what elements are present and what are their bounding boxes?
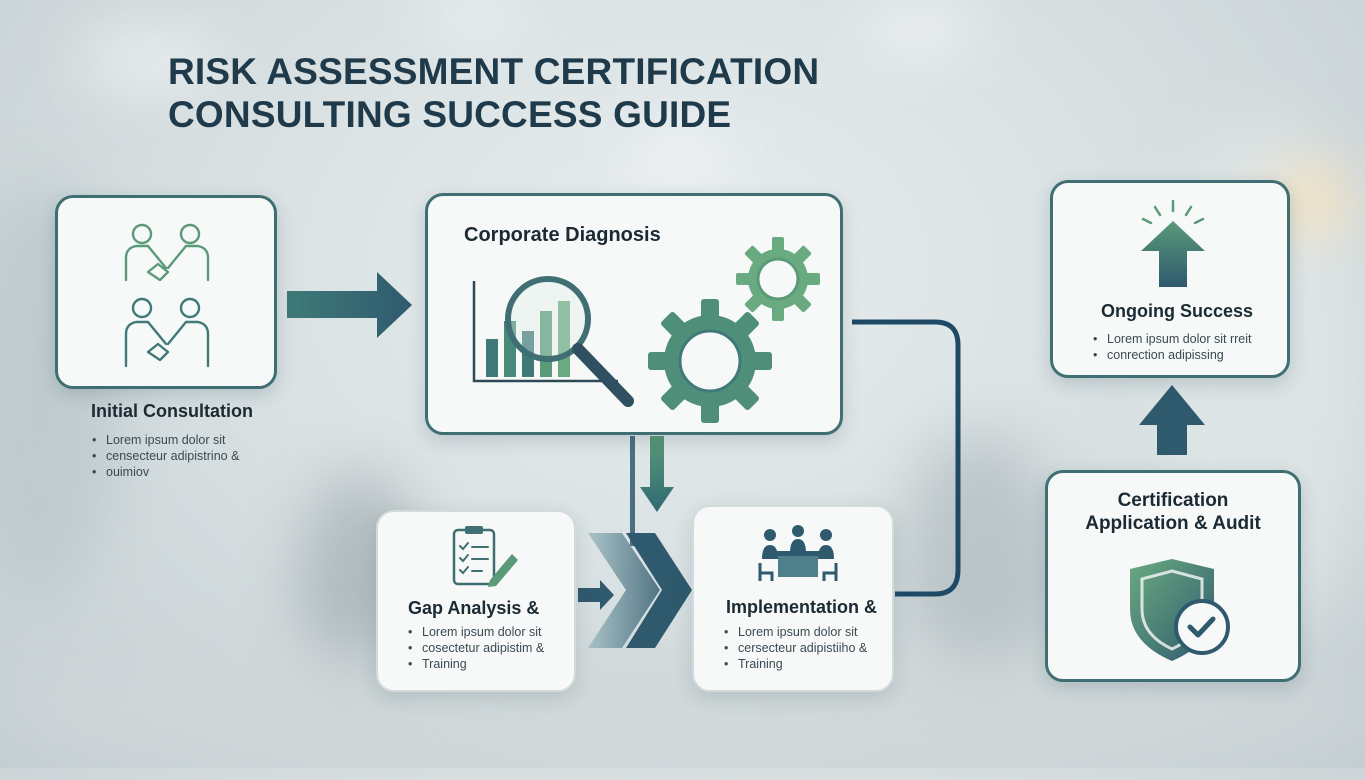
list-item: Lorem ipsum dolor sit rreit xyxy=(1091,331,1252,347)
list-item: Lorem ipsum dolor sit xyxy=(406,624,544,640)
shield-check-icon xyxy=(1130,559,1230,661)
connector-diagnosis-to-implementation xyxy=(852,319,961,597)
list-item: Training xyxy=(406,656,544,672)
certification-title: Certification Application & Audit xyxy=(1048,489,1298,535)
handshake-icon xyxy=(124,223,210,368)
clipboard-checklist-icon xyxy=(452,526,518,587)
implementation-title: Implementation & xyxy=(726,597,878,617)
corporate-diagnosis-title: Corporate Diagnosis xyxy=(464,224,661,246)
list-item: Lorem ipsum dolor sit xyxy=(722,624,867,640)
list-item: censecteur adipistrino & xyxy=(90,448,239,464)
initial-consultation-title: Initial Consultation xyxy=(91,401,253,421)
meeting-table-icon xyxy=(758,525,838,581)
card-gap-analysis[interactable]: Gap Analysis & Lorem ipsum dolor sit cos… xyxy=(376,510,576,692)
arrow-diagnosis-down xyxy=(640,436,674,512)
magnifier-chart-gears-icon xyxy=(472,237,820,423)
page-title: RISK ASSESSMENT CERTIFICATION CONSULTING… xyxy=(168,50,819,136)
initial-consultation-bullets: Lorem ipsum dolor sit censecteur adipist… xyxy=(90,432,239,480)
list-item: cosectetur adipistim & xyxy=(406,640,544,656)
arrow-certification-to-ongoing xyxy=(1139,385,1205,455)
gap-analysis-bullets: Lorem ipsum dolor sit cosectetur adipist… xyxy=(406,624,544,672)
list-item: conrection adipissing xyxy=(1091,347,1252,363)
chevron-2 xyxy=(626,533,692,648)
certification-title-line-2: Application & Audit xyxy=(1085,513,1261,534)
ongoing-success-bullets: Lorem ipsum dolor sit rreit conrection a… xyxy=(1091,331,1252,363)
certification-title-line-1: Certification xyxy=(1117,490,1229,511)
list-item: ouimiov xyxy=(90,464,239,480)
implementation-bullets: Lorem ipsum dolor sit cersecteur adipist… xyxy=(722,624,867,672)
title-line-2: CONSULTING SUCCESS GUIDE xyxy=(168,94,732,135)
card-certification-audit[interactable]: Certification Application & Audit xyxy=(1045,470,1301,682)
list-item: cersecteur adipistiiho & xyxy=(722,640,867,656)
gap-analysis-title: Gap Analysis & xyxy=(408,598,540,618)
card-implementation[interactable]: Implementation & Lorem ipsum dolor sit c… xyxy=(692,505,894,692)
card-corporate-diagnosis[interactable]: Corporate Diagnosis xyxy=(425,193,843,435)
list-item: Lorem ipsum dolor sit xyxy=(90,432,239,448)
title-line-1: RISK ASSESSMENT CERTIFICATION xyxy=(168,51,820,92)
up-arrow-burst-icon xyxy=(1141,199,1205,287)
card-ongoing-success[interactable]: Ongoing Success Lorem ipsum dolor sit rr… xyxy=(1050,180,1290,378)
ongoing-success-title: Ongoing Success xyxy=(1101,301,1254,321)
connector-line-left xyxy=(630,436,635,546)
arrow-initial-to-diagnosis xyxy=(287,272,412,338)
chevron-1 xyxy=(588,533,660,648)
list-item: Training xyxy=(722,656,867,672)
card-initial-consultation[interactable] xyxy=(55,195,277,389)
arrow-gap-to-implementation xyxy=(578,580,614,610)
